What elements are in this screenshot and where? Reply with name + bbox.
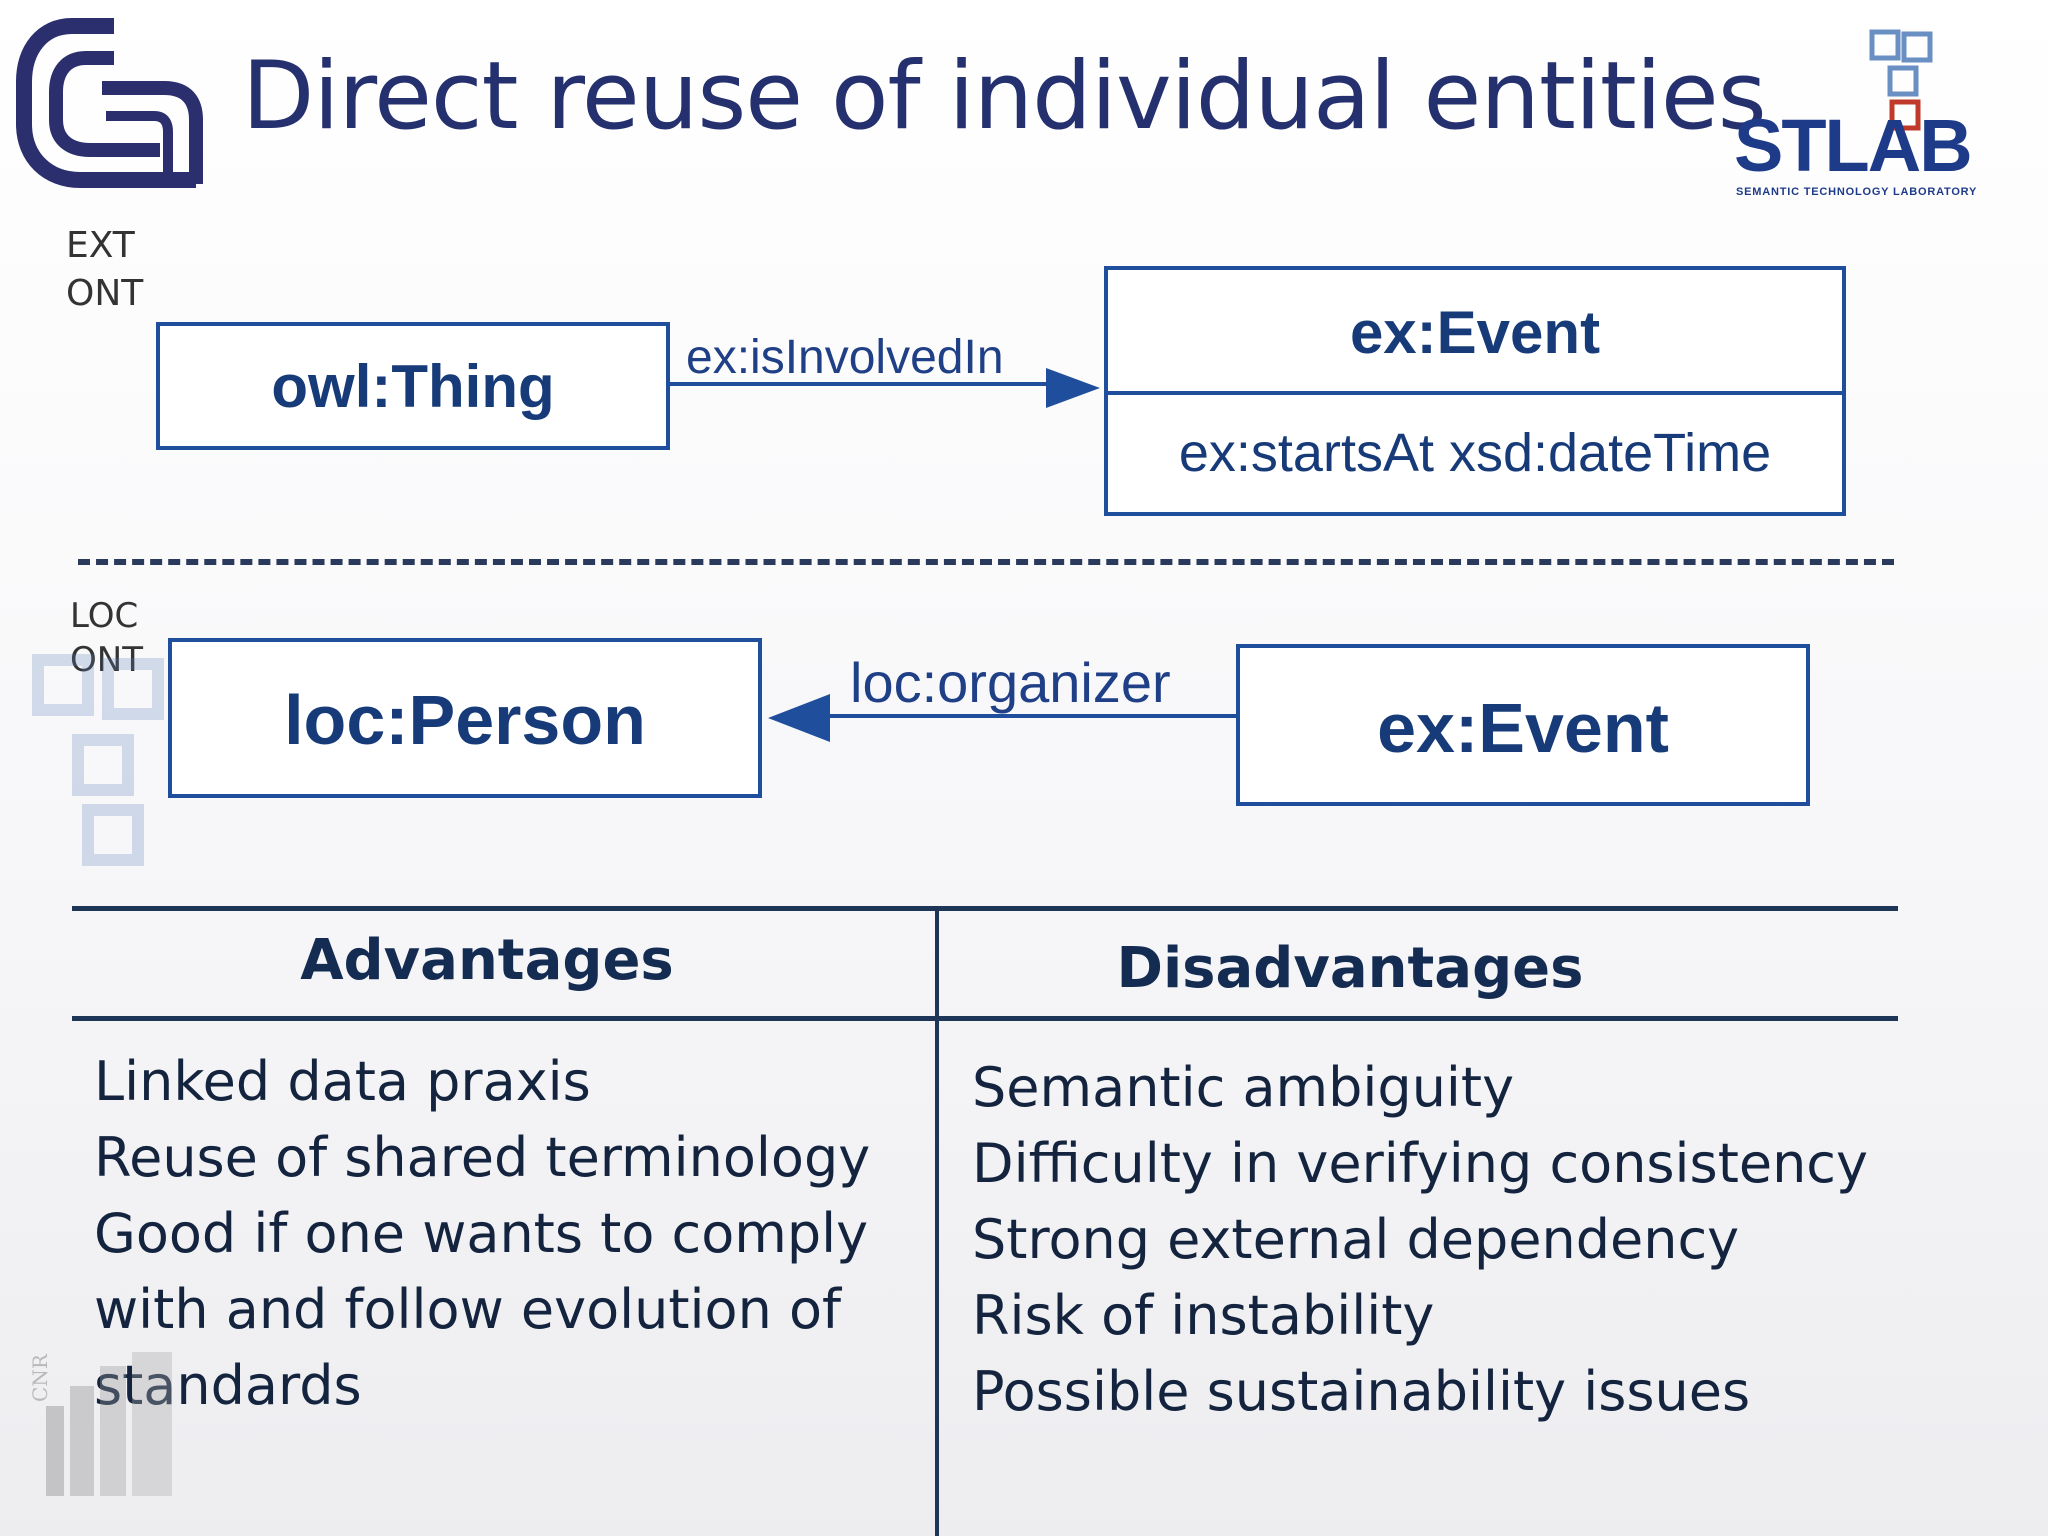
stlab-logo: STLAB SEMANTIC TECHNOLOGY LABORATORY	[1730, 24, 2042, 198]
loc-person-box: loc:Person	[168, 638, 762, 798]
ex-event-divider	[1108, 391, 1842, 395]
external-ontology-label: EXT ONT	[66, 225, 144, 314]
decorative-squares-icon	[32, 654, 164, 866]
starts-at-attribute: ex:startsAt xsd:dateTime	[1178, 423, 1772, 483]
list-item: Reuse of shared terminology	[94, 1126, 871, 1189]
table-column-divider	[935, 906, 939, 1536]
list-item: Linked data praxis	[94, 1050, 591, 1113]
list-item: standards	[94, 1354, 362, 1417]
table-top-rule	[72, 906, 1898, 911]
slide-title: Direct reuse of individual entities	[242, 42, 1767, 151]
table-header-rule	[72, 1016, 1898, 1021]
list-item: Strong external dependency	[972, 1208, 1740, 1271]
list-item: Possible sustainability issues	[972, 1360, 1751, 1423]
list-item: Semantic ambiguity	[972, 1056, 1515, 1119]
advantages-header: Advantages	[300, 928, 674, 993]
ex-event-individual-box: ex:Event	[1236, 644, 1810, 806]
organizer-arrow	[768, 694, 1236, 742]
stlab-squares-icon	[1869, 29, 1933, 131]
ontology-separator	[78, 559, 1894, 565]
organizer-label: loc:organizer	[850, 651, 1171, 714]
stlab-caption: SEMANTIC TECHNOLOGY LABORATORY	[1736, 186, 1978, 198]
disadvantages-list: Semantic ambiguity Difficulty in verifyi…	[972, 1050, 2032, 1430]
owl-thing-box: owl:Thing	[156, 322, 670, 450]
institute-logo: CNR	[20, 1346, 196, 1516]
ex-event-class-box: ex:Event ex:startsAt xsd:dateTime	[1104, 266, 1846, 516]
is-involved-in-label: ex:isInvolvedIn	[686, 331, 1004, 384]
ex-event-class-label: ex:Event	[1349, 299, 1601, 366]
list-item: Risk of instability	[972, 1284, 1435, 1347]
list-item: with and follow evolution of	[94, 1278, 842, 1341]
list-item: Good if one wants to comply	[94, 1202, 869, 1265]
advantages-list: Linked data praxis Reuse of shared termi…	[94, 1044, 934, 1424]
stlab-name: STLAB	[1734, 104, 1973, 187]
disadvantages-header: Disadvantages	[1116, 936, 1584, 1001]
owl-thing-label: owl:Thing	[271, 353, 555, 420]
institute-bars-icon	[46, 1352, 172, 1496]
list-item: Difficulty in verifying consistency	[972, 1132, 1868, 1195]
loc-person-label: loc:Person	[284, 681, 646, 759]
is-involved-in-arrow	[668, 368, 1100, 408]
cnr-logo	[15, 18, 203, 188]
ex-event-individual-label: ex:Event	[1377, 689, 1669, 767]
